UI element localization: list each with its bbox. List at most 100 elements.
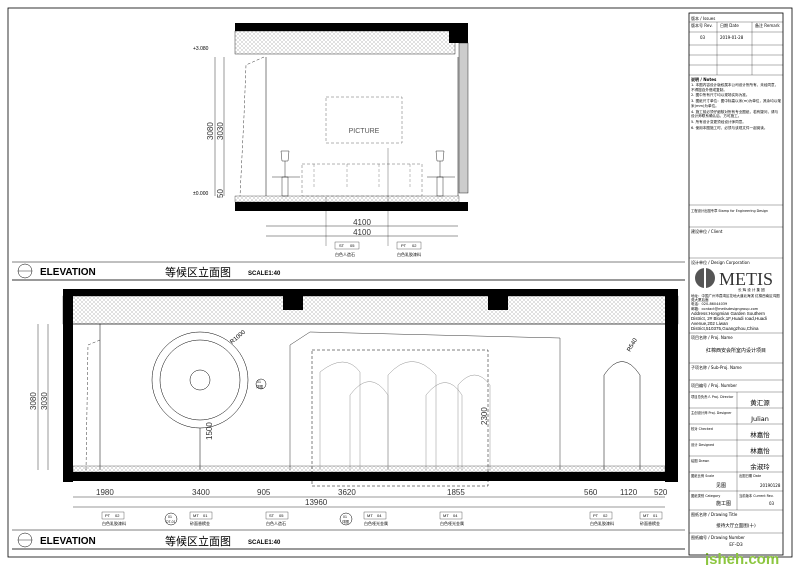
svg-text:3030: 3030 (40, 392, 49, 410)
bottom-elevation: R1000 2300 1500 R540 3080 3030 1980 3400… (29, 289, 679, 508)
metis-logo: METIS 长 辉 设 计 集 团 (695, 268, 773, 292)
elevation-title-cn: 等候区立面图 (165, 534, 231, 548)
svg-text:砂面香槟金: 砂面香槟金 (640, 520, 660, 526)
svg-text:04: 04 (453, 513, 458, 518)
svg-text:METIS: METIS (719, 269, 773, 289)
svg-text:版本号 Rev.: 版本号 Rev. (691, 22, 713, 28)
svg-text:01: 01 (168, 515, 172, 519)
svg-text:01: 01 (653, 513, 658, 518)
width-dim: 1980 (96, 488, 114, 497)
elevation-scale: SCALE1:40 (248, 540, 281, 546)
role-label: 设计 Designed (691, 442, 714, 447)
client-label: 建设单位 / Client (691, 228, 723, 234)
person-name: 余淑玲 (750, 462, 770, 471)
email: 邮箱：contact@metisdesigngroup.com (691, 306, 759, 311)
note-line: 4. 施工前必须仔细核对所有专业图纸，若有疑问，请与设计师联系确认后，方可施工。 (691, 109, 779, 119)
address-en: Address:Hongmian Garden Southern Distric… (691, 310, 767, 331)
subproject-label: 子项名称 / Sub-Proj. Name (691, 364, 742, 370)
svg-text:MT: MT (193, 513, 199, 518)
project-name: 红棉西安会所室内设计项目 (706, 347, 766, 354)
picture-frame (325, 96, 403, 144)
design-corp-label: 设计单位 / Design Corporation (691, 259, 750, 265)
svg-text:PT: PT (593, 513, 599, 518)
height-dim: 3030 (216, 122, 225, 140)
svg-text:02: 02 (115, 513, 120, 518)
width-dim: 1855 (447, 488, 465, 497)
screen-outline (311, 349, 489, 487)
svg-text:白色人造石: 白色人造石 (266, 520, 286, 526)
project-name-label: 项目名称 / Proj. Name (691, 334, 733, 340)
height-dim: 50 (216, 189, 225, 198)
width-dim: 520 (654, 488, 668, 497)
address-cn: 地址：中国广州市荔湾区花地大道北海滨 红棉西南区鸿图苑大厦后面 (691, 294, 780, 303)
svg-text:备注 Remark: 备注 Remark (755, 22, 780, 28)
svg-text:02: 02 (412, 243, 417, 248)
role-label: 校对 Checked (691, 426, 713, 431)
category-value: 施工图 (716, 500, 731, 507)
picture-label: PICTURE (349, 128, 380, 135)
note-line: 3. 图纸尺寸单位：图中标高以米(m)为单位，其余均以毫米(mm)为单位。 (691, 99, 781, 108)
svg-text:2300: 2300 (480, 407, 489, 425)
svg-text:白色哑光金属: 白色哑光金属 (364, 520, 388, 526)
svg-text:1500: 1500 (205, 422, 214, 440)
note-line: 2. 图中所有尺寸均以现场实际为准。 (691, 93, 750, 98)
section-callout (255, 378, 267, 390)
height-dim: 3080 (206, 122, 215, 140)
elevation-title-cn: 等候区立面图 (165, 265, 231, 279)
note-line: 6. 使用本图施工时，必须与该现文件一起阅读。 (691, 125, 768, 130)
top-elevation: PICTURE +3.080 ±0.000 3080 3030 50 4100 … (193, 23, 469, 257)
elevation-label: ELEVATION (40, 536, 96, 547)
svg-text:图纸比例 Scale: 图纸比例 Scale (691, 473, 714, 478)
sheet-border (7, 7, 793, 558)
width-dim: 4100 (353, 228, 371, 237)
role-label: 项目总负责人 Proj. Director (691, 394, 734, 399)
role-label: 绘图 Drawn (691, 458, 709, 463)
spiral-staircase (151, 331, 249, 470)
svg-text:MT: MT (367, 513, 373, 518)
elevation-label: ELEVATION (40, 267, 96, 278)
material-tag: MT 04 白色哑光金属 (363, 511, 388, 526)
svg-text:3080: 3080 (29, 392, 38, 410)
radius-label: R1000 (229, 329, 247, 345)
svg-text:白色乳胶漆料: 白色乳胶漆料 (397, 251, 421, 257)
svg-text:长 辉 设 计 集 团: 长 辉 设 计 集 团 (738, 287, 765, 292)
notes-header: 说明 / Notes (691, 76, 717, 82)
radius-label: R540 (627, 337, 640, 353)
width-dim: 1120 (620, 488, 638, 497)
svg-text:详图: 详图 (256, 384, 264, 389)
svg-text:05: 05 (279, 513, 284, 518)
arched-screen-panels (319, 361, 491, 470)
top-title-bar: ELEVATION 等候区立面图 SCALE1:40 (12, 261, 685, 281)
version-value: 03 (769, 501, 775, 506)
svg-text:DT-01: DT-01 (166, 520, 176, 524)
svg-text:ST: ST (339, 243, 345, 248)
svg-text:04: 04 (377, 513, 382, 518)
svg-text:01: 01 (343, 515, 347, 519)
notes-list: 1. 本图内容设计版权属本公司设计所所有，未经同意，不得擅自外借或复制。2. 图… (691, 83, 781, 131)
svg-text:图纸名称 / Drawing Title: 图纸名称 / Drawing Title (691, 511, 738, 517)
detail-callouts: 01 DT-01 01 详图 01 详图 (164, 380, 353, 526)
scale-value: 见图 (716, 483, 726, 489)
svg-text:02: 02 (603, 513, 608, 518)
side-table-lamp-right (427, 150, 455, 197)
elevation-scale: SCALE1:40 (248, 271, 281, 277)
drawing-title: 接待大厅立面图(十) (716, 522, 756, 529)
level-top: +3.080 (193, 46, 209, 52)
title-block: 版本 / Issues 版本号 Rev. 日期 Date 备注 Remark 0… (688, 12, 784, 556)
revision-header: 版本 / Issues (691, 15, 715, 21)
svg-text:白色哑光金属: 白色哑光金属 (440, 520, 464, 526)
stamp-label: 工程设计出图专章 Stamp for Engineering Design (691, 208, 768, 213)
note-line: 5. 所有设计变更须经设计师同意。 (691, 119, 746, 124)
note-line: 1. 本图内容设计版权属本公司设计所所有，未经同意，不得擅自外借或复制。 (691, 83, 779, 92)
total-width-dim: 13960 (305, 498, 328, 507)
person-name: 林嘉怡 (750, 430, 770, 439)
svg-text:01: 01 (203, 513, 208, 518)
phone: 电话：020-86044039 (691, 302, 728, 307)
